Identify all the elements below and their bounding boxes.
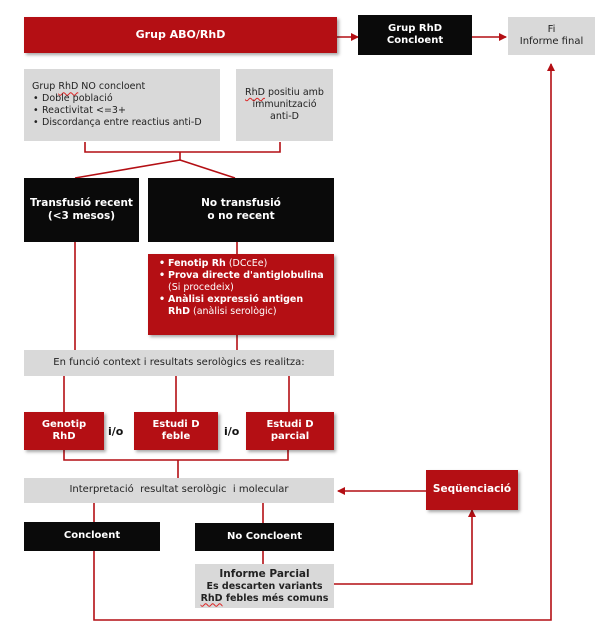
conclusive-top-node: Grup RhD Concloent (358, 15, 472, 55)
abo-group-label: Grup ABO/RhD (135, 28, 226, 42)
and-or-label-2: i/o (224, 425, 240, 438)
conclusive-node: Concloent (24, 522, 160, 551)
partial-report-line3-rest: febles més comuns (222, 592, 329, 604)
interpretation-node: Interpretació resultat serològic i molec… (24, 478, 334, 503)
conclusive-label: Concloent (63, 530, 121, 542)
test-antigen: Anàlisi expressió antigen RhD (anàlisi s… (159, 293, 324, 318)
sequencing-label: Seqüenciació (432, 483, 512, 496)
genotype-line1: Genotip (41, 418, 87, 430)
final-report-node: Fi Informe final (508, 17, 595, 55)
nonconclusive-title-suffix: NO concloent (78, 81, 146, 93)
test-phenotype: Fenotip Rh (DCcEe) (159, 258, 324, 270)
genotype-node: Genotip RhD (24, 412, 104, 450)
partial-report-node: Informe Parcial Es descarten variants Rh… (195, 564, 334, 608)
nonconclusive-item: Doble població (33, 93, 202, 105)
not-conclusive-node: No Concloent (195, 523, 334, 551)
abo-group-node: Grup ABO/RhD (24, 17, 337, 53)
serology-tests-node: Fenotip Rh (DCcEe) Prova directe d'antig… (148, 254, 334, 335)
context-node: En funció context i resultats serològics… (24, 350, 334, 376)
partial-line2: parcial (270, 431, 310, 442)
partial-report-rhd: RhD (200, 592, 223, 604)
weak-d-node: Estudi D feble (134, 412, 218, 450)
nonconclusive-item: Discordança entre reactius anti-D (33, 117, 202, 129)
interpretation-label: Interpretació resultat serològic i molec… (69, 484, 289, 496)
no-recent-line1: No transfusió (201, 196, 281, 209)
immunization-line2: immunització (252, 99, 317, 111)
recent-transfusion-node: Transfusió recent (<3 mesos) (24, 178, 139, 242)
test-antiglobulin-bold: Prova directe d'antiglobulina (168, 269, 324, 281)
nonconclusive-title: Grup RhD NO concloent (32, 81, 145, 93)
nonconclusive-list: Doble població Reactivitat <=3+ Discorda… (32, 93, 202, 129)
and-or-label-1: i/o (108, 425, 124, 438)
nonconclusive-item: Reactivitat <=3+ (33, 105, 202, 117)
context-label: En funció context i resultats serològics… (53, 356, 305, 368)
not-conclusive-label: No Concloent (227, 530, 302, 542)
conclusive-top-line1: Grup RhD (387, 22, 443, 34)
test-antigen-bold: Anàlisi expressió antigen (168, 293, 304, 305)
final-line2: Informe final (519, 36, 584, 47)
no-recent-transfusion-node: No transfusió o no recent (148, 178, 334, 242)
final-line1: Fi (547, 23, 556, 35)
test-antigen-bold2: RhD (168, 305, 190, 317)
tests-list: Fenotip Rh (DCcEe) Prova directe d'antig… (159, 258, 324, 318)
partial-report-line3: RhD febles més comuns (201, 593, 329, 605)
partial-line1: Estudi D (266, 418, 314, 430)
test-antiglobulin-detail: (Si procedeix) (168, 281, 234, 293)
test-antiglobulin: Prova directe d'antiglobulina (Si proced… (159, 269, 324, 294)
immunization-line1-rest: positiu amb (264, 87, 324, 99)
immunization-line3: anti-D (270, 110, 299, 122)
immunization-rhd: RhD (245, 87, 265, 99)
no-recent-line2: o no recent (207, 210, 275, 222)
nonconclusive-title-prefix: Grup (32, 81, 59, 93)
partial-report-title: Informe Parcial (219, 567, 310, 580)
test-antigen-detail: (anàlisi serològic) (189, 305, 277, 317)
nonconclusive-node: Grup RhD NO concloent Doble població Rea… (24, 69, 220, 141)
nonconclusive-title-rhd: RhD (58, 81, 79, 93)
weak-line1: Estudi D (152, 418, 200, 430)
conclusive-top-line2: Concloent (386, 35, 444, 46)
weak-line2: feble (161, 431, 191, 442)
sequencing-node: Seqüenciació (426, 470, 518, 510)
recent-line1: Transfusió recent (30, 196, 133, 209)
partial-d-node: Estudi D parcial (246, 412, 334, 450)
immunization-line1: RhD positiu amb (245, 87, 324, 99)
partial-report-line2: Es descarten variants (206, 580, 323, 592)
genotype-line2: RhD (52, 431, 76, 442)
immunization-node: RhD positiu amb immunització anti-D (236, 69, 333, 141)
test-phenotype-bold: Fenotip Rh (168, 258, 226, 269)
recent-line2: (<3 mesos) (47, 210, 116, 222)
test-phenotype-detail: (DCcEe) (225, 258, 268, 269)
